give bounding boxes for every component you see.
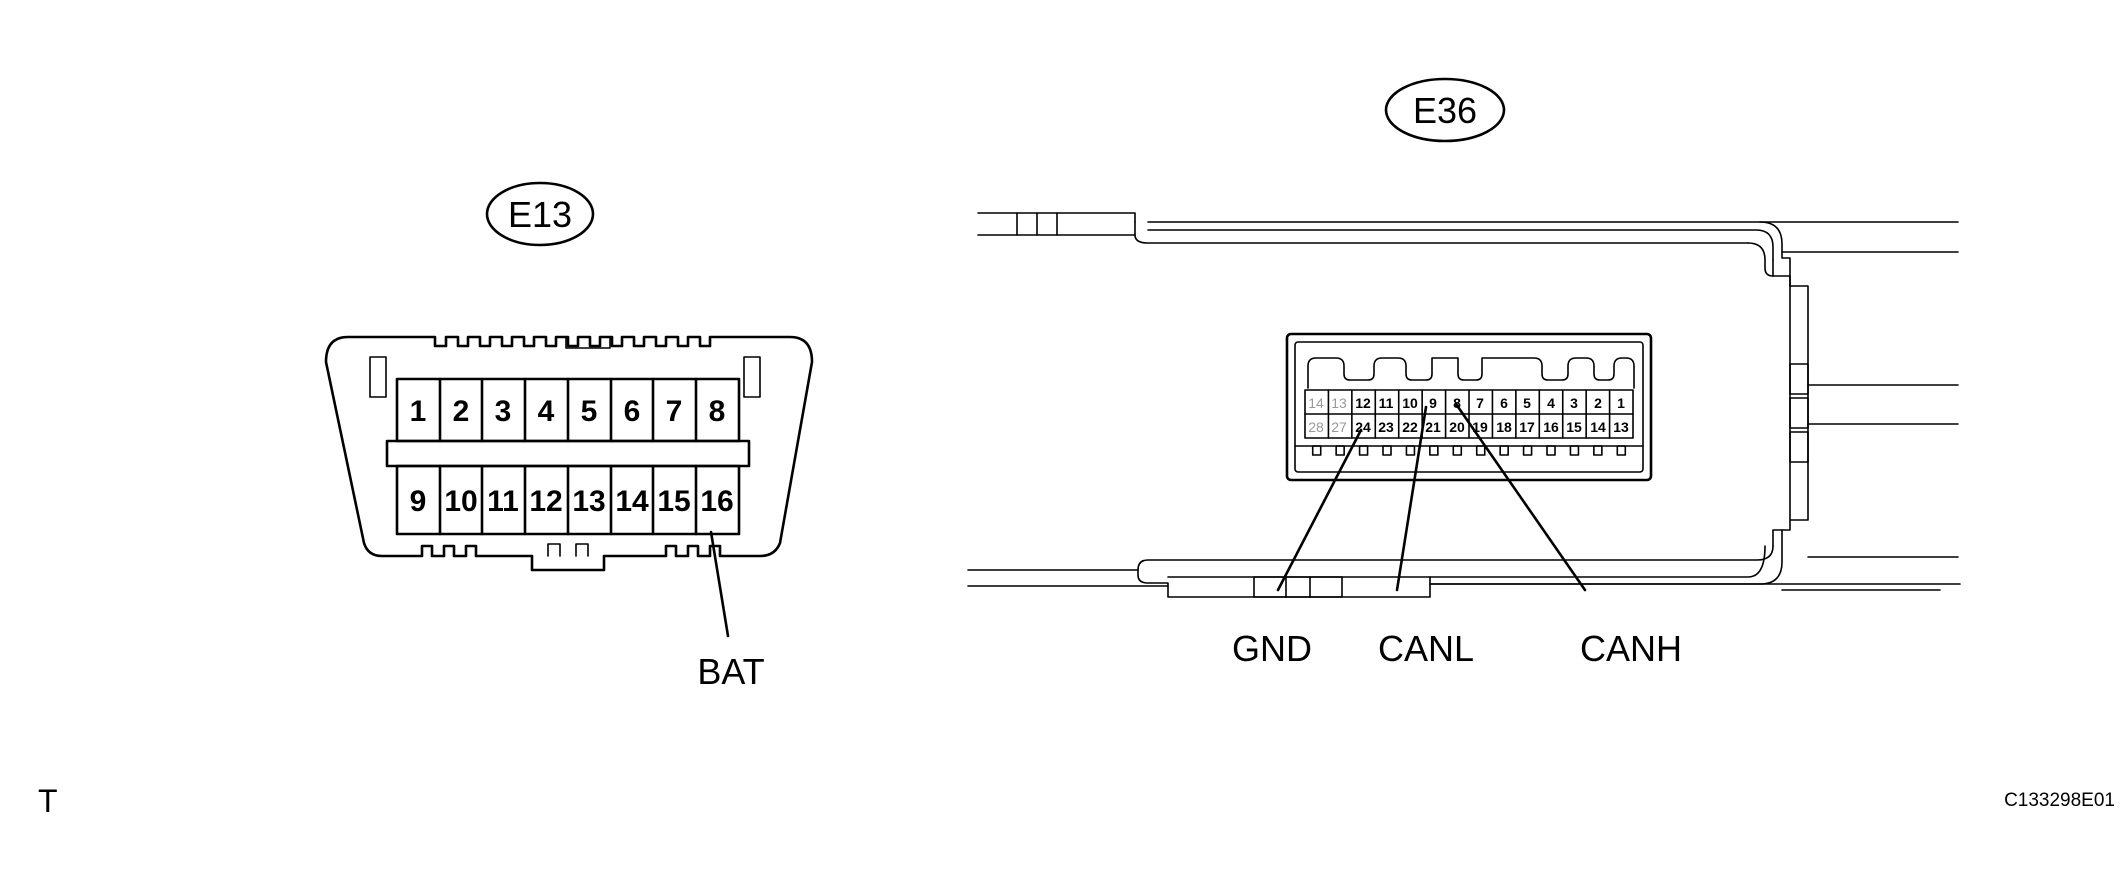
connector-e13-key-right — [743, 356, 761, 398]
canl-leader-line — [1395, 405, 1428, 592]
pin-label: 8 — [1453, 395, 1461, 411]
terminal-tooth — [1429, 445, 1439, 456]
terminal-tooth — [1382, 445, 1392, 456]
figure-code: C133298E01 — [2004, 790, 2115, 811]
pin-label: 13 — [1331, 395, 1347, 411]
connector-e13-pin-labels-bottom: 9 10 11 12 13 14 15 16 — [410, 485, 734, 518]
connector-e36-pin-labels-top: 14 13 12 11 10 9 8 7 6 5 4 3 2 1 — [1308, 395, 1625, 411]
pin-label: 21 — [1425, 419, 1441, 435]
connector-e36-pin-labels-bottom: 28 27 24 23 22 21 20 19 18 17 16 15 14 1… — [1308, 419, 1629, 435]
pin-label: 28 — [1308, 419, 1324, 435]
pin-label: 13 — [1613, 419, 1629, 435]
terminal-tooth — [1452, 445, 1463, 456]
connector-e36-id-ellipse — [1384, 77, 1506, 143]
pin-label: 14 — [1590, 419, 1606, 435]
terminal-tooth — [1499, 445, 1509, 456]
pin-label: 4 — [538, 395, 555, 428]
pin-label: 2 — [1594, 395, 1602, 411]
terminal-tooth — [1522, 445, 1533, 456]
pin-label: 1 — [410, 395, 427, 428]
signal-label-canl: CANL — [1378, 628, 1474, 669]
connector-e13-divider — [385, 439, 751, 468]
bat-leader-line — [709, 530, 730, 638]
terminal-tooth — [1616, 445, 1627, 456]
pin-label: 5 — [581, 395, 598, 428]
pin-label: 6 — [624, 395, 641, 428]
pin-label: 14 — [1308, 395, 1324, 411]
pin-label: 17 — [1519, 419, 1535, 435]
canh-leader-line — [1454, 402, 1587, 592]
pin-label: 8 — [709, 395, 726, 428]
pin-label: 12 — [529, 485, 562, 518]
pin-label: 18 — [1496, 419, 1512, 435]
connector-e13-id-ellipse — [485, 181, 595, 247]
pin-label: 13 — [572, 485, 605, 518]
terminal-tooth — [1475, 445, 1486, 456]
connector-e13: E13 — [324, 181, 814, 692]
pin-label: 3 — [495, 395, 512, 428]
terminal-tooth — [1546, 445, 1556, 456]
connector-e36-housing — [967, 212, 1961, 598]
pin-label: 23 — [1378, 419, 1394, 435]
terminal-tooth — [1593, 445, 1603, 456]
pin-label: 6 — [1500, 395, 1508, 411]
connector-e13-pin-row-top — [395, 377, 741, 443]
connector-e13-pin-labels-top: 1 2 3 4 5 6 7 8 — [410, 395, 726, 428]
terminal-tooth — [1311, 445, 1322, 456]
terminal-tooth — [1405, 445, 1416, 456]
connector-e36-pin-labels: 14 13 12 11 10 9 8 7 6 5 4 3 2 1 28 27 2… — [1308, 395, 1629, 435]
gnd-leader-line — [1276, 428, 1363, 592]
connector-e13-id: E13 — [508, 194, 572, 235]
pin-label: 22 — [1402, 419, 1418, 435]
connector-e13-body — [324, 335, 814, 572]
pin-label: 20 — [1449, 419, 1465, 435]
terminal-tooth — [1335, 445, 1345, 456]
terminal-tooth — [1569, 445, 1580, 456]
pin-label: 15 — [657, 485, 690, 518]
pin-label: 9 — [1429, 395, 1437, 411]
pin-label: 24 — [1355, 419, 1371, 435]
pin-label: 11 — [1379, 395, 1394, 411]
pin-label: 16 — [700, 485, 733, 518]
connector-e36-face — [1285, 332, 1653, 482]
pin-label: 7 — [666, 395, 683, 428]
pin-label: 3 — [1570, 395, 1578, 411]
pin-label: 5 — [1523, 395, 1531, 411]
pin-label: 27 — [1331, 419, 1347, 435]
connector-e36: E36 — [967, 77, 1961, 669]
signal-label-bat: BAT — [697, 651, 764, 692]
pin-label: 4 — [1547, 395, 1555, 411]
pin-label: 1 — [1617, 395, 1625, 411]
pin-label: 10 — [444, 485, 477, 518]
signal-label-canh: CANH — [1580, 628, 1682, 669]
terminal-tooth — [1358, 445, 1369, 456]
pin-label: 7 — [1476, 395, 1484, 411]
pin-label: 12 — [1355, 395, 1371, 411]
pin-label: 15 — [1566, 419, 1582, 435]
connector-e13-pin-row-bottom — [395, 464, 741, 536]
corner-mark: T — [38, 783, 58, 819]
pin-label: 9 — [410, 485, 427, 518]
connector-e36-id: E36 — [1413, 90, 1477, 131]
pin-label: 2 — [453, 395, 470, 428]
pin-label: 10 — [1402, 395, 1418, 411]
pin-label: 14 — [615, 485, 649, 518]
pin-label: 16 — [1543, 419, 1559, 435]
connector-e13-key-left — [369, 356, 387, 398]
pin-label: 11 — [487, 485, 519, 518]
signal-label-gnd: GND — [1232, 628, 1312, 669]
